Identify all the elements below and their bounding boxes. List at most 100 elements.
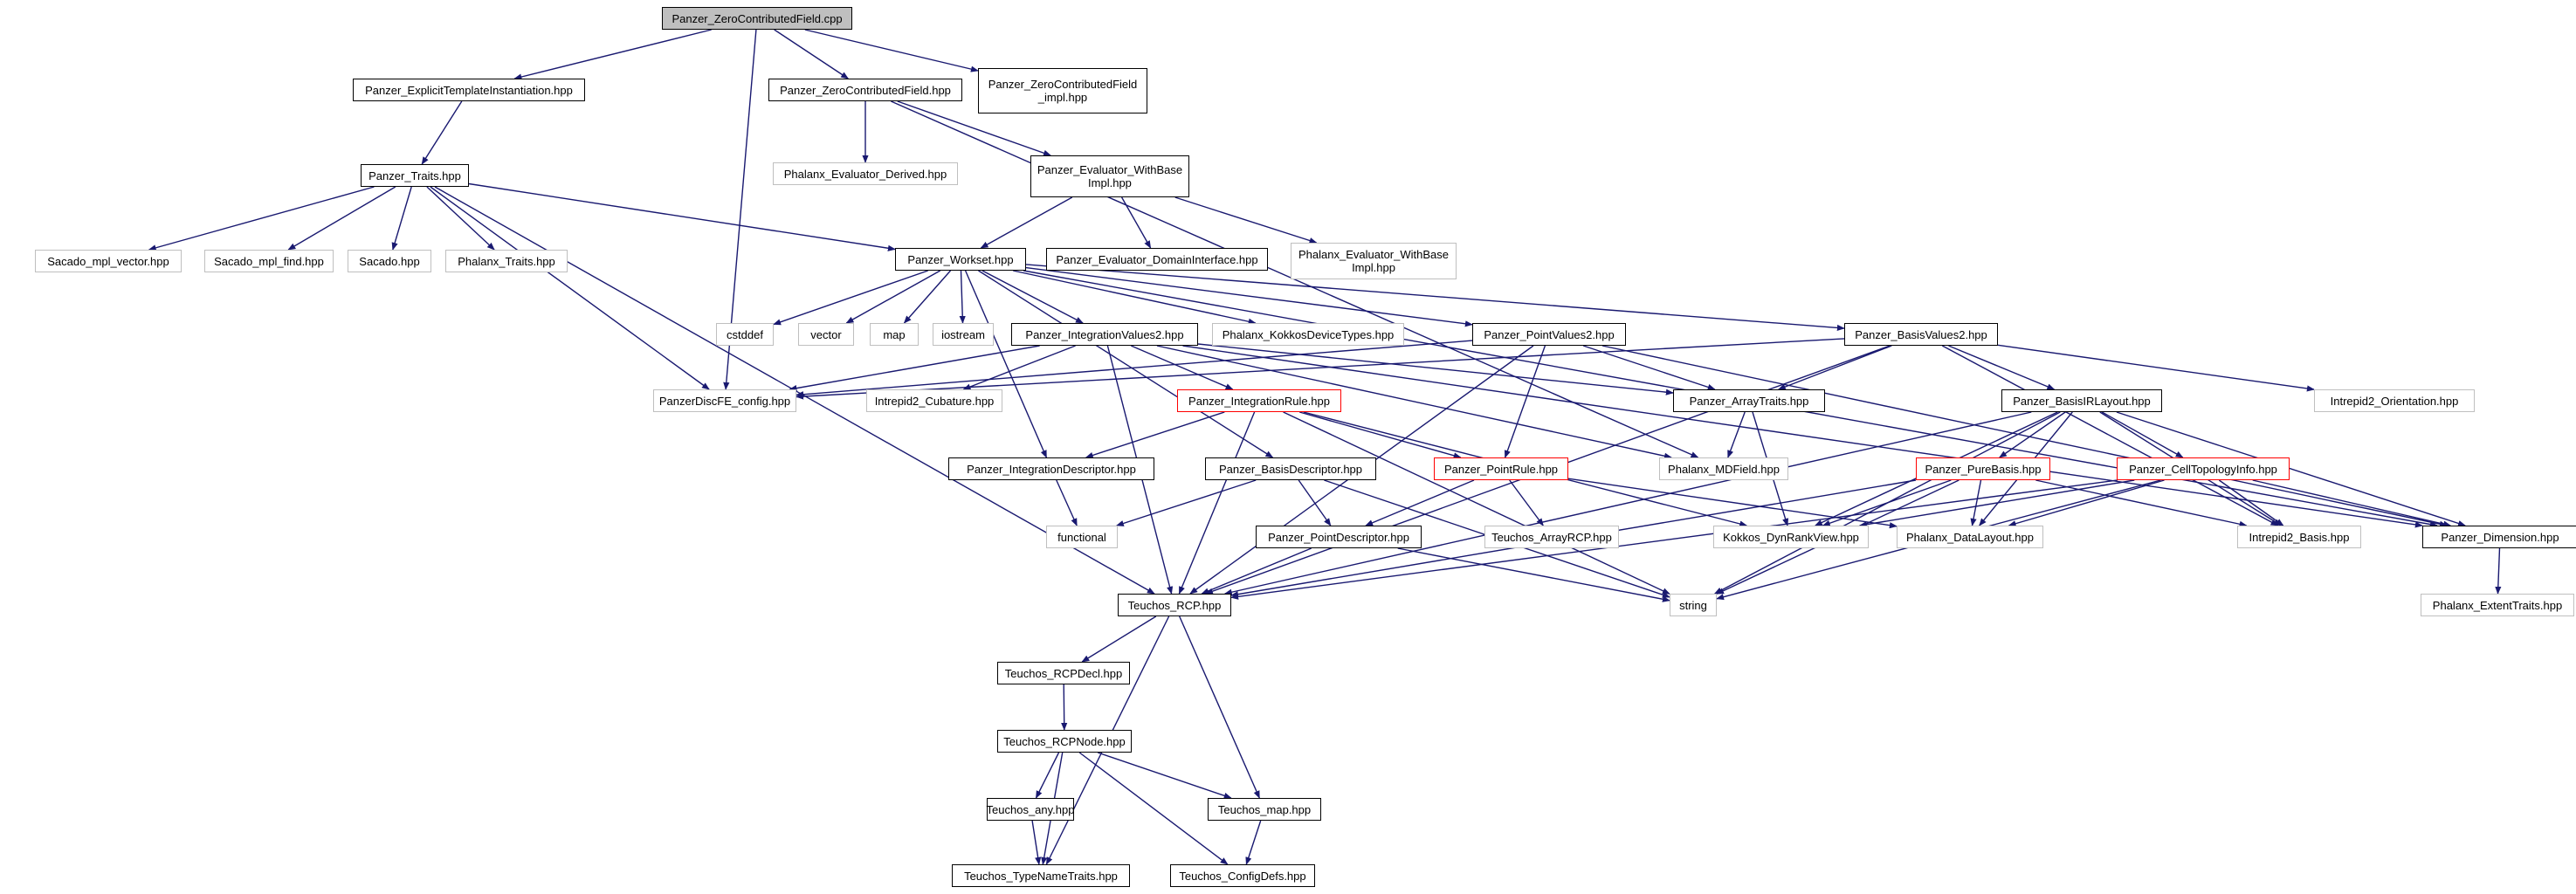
edge-bv2-to-i2ori xyxy=(1997,344,2315,392)
edge-pbasis-to-dlay xyxy=(1970,479,1982,526)
edge-pdesc-to-string xyxy=(1397,547,1670,602)
node-workset[interactable]: Panzer_Workset.hpp xyxy=(895,248,1026,271)
node-cti[interactable]: Panzer_CellTopologyInfo.hpp xyxy=(2117,457,2290,480)
node-idesc[interactable]: Panzer_IntegrationDescriptor.hpp xyxy=(948,457,1154,480)
node-i2ori[interactable]: Intrepid2_Orientation.hpp xyxy=(2314,389,2475,412)
edge-iv2-to-mdf xyxy=(1156,345,1672,459)
edge-pewbi-to-edi xyxy=(1120,196,1152,249)
edge-birl-to-dim xyxy=(2116,411,2466,526)
edge-iv2-to-arrt xyxy=(1197,343,1674,395)
node-birl[interactable]: Panzer_BasisIRLayout.hpp xyxy=(2001,389,2162,412)
edge-workset-to-bdesc xyxy=(978,270,1274,458)
edge-dim-to-exttr xyxy=(2495,547,2502,595)
node-rcpnode[interactable]: Teuchos_RCPNode.hpp xyxy=(997,730,1132,753)
edge-cti-to-i2basis xyxy=(2218,479,2284,526)
node-zcf[interactable]: Panzer_ZeroContributedField.hpp xyxy=(768,79,962,101)
edge-irule-to-idesc xyxy=(1085,411,1225,458)
node-prule[interactable]: Panzer_PointRule.hpp xyxy=(1434,457,1568,480)
edge-pdesc-to-rcp xyxy=(1201,547,1312,595)
node-kdrv[interactable]: Kokkos_DynRankView.hpp xyxy=(1713,526,1869,548)
edge-traits-to-phtraits xyxy=(426,186,495,251)
edge-pv2-to-dfecfg xyxy=(796,340,1473,398)
node-exttr[interactable]: Phalanx_ExtentTraits.hpp xyxy=(2421,594,2574,616)
node-i2cub[interactable]: Intrepid2_Cubature.hpp xyxy=(866,389,1002,412)
node-rcp[interactable]: Teuchos_RCP.hpp xyxy=(1118,594,1231,616)
edge-prule-to-pdesc xyxy=(1365,479,1475,526)
node-dlay[interactable]: Phalanx_DataLayout.hpp xyxy=(1897,526,2043,548)
node-eti[interactable]: Panzer_ExplicitTemplateInstantiation.hpp xyxy=(353,79,585,101)
node-pv2[interactable]: Panzer_PointValues2.hpp xyxy=(1472,323,1626,346)
node-tarcp[interactable]: Teuchos_ArrayRCP.hpp xyxy=(1484,526,1619,548)
edge-irule-to-prule xyxy=(1299,411,1462,459)
edge-zcf-to-pewbi xyxy=(897,100,1051,156)
node-kdt[interactable]: Phalanx_KokkosDeviceTypes.hpp xyxy=(1212,323,1404,346)
node-phewbi[interactable]: Phalanx_Evaluator_WithBase Impl.hpp xyxy=(1291,243,1457,279)
node-mdf[interactable]: Phalanx_MDField.hpp xyxy=(1659,457,1788,480)
edge-pbasis-to-kdrv xyxy=(1822,479,1952,526)
node-bdesc[interactable]: Panzer_BasisDescriptor.hpp xyxy=(1205,457,1376,480)
node-sacado[interactable]: Sacado.hpp xyxy=(348,250,431,272)
node-rcpdecl[interactable]: Teuchos_RCPDecl.hpp xyxy=(997,662,1130,684)
node-irule[interactable]: Panzer_IntegrationRule.hpp xyxy=(1177,389,1341,412)
edge-workset-to-idesc xyxy=(964,270,1048,458)
edge-traits-to-dfecfg xyxy=(430,186,710,390)
edge-workset-to-bv2 xyxy=(1025,264,1845,332)
edge-traits-to-sacvec xyxy=(148,186,375,251)
node-functional[interactable]: functional xyxy=(1046,526,1118,548)
node-vector[interactable]: vector xyxy=(798,323,854,346)
node-dfecfg[interactable]: PanzerDiscFE_config.hpp xyxy=(653,389,796,412)
node-ped[interactable]: Phalanx_Evaluator_Derived.hpp xyxy=(773,162,958,185)
edge-root-to-zcfi xyxy=(804,29,979,72)
node-i2basis[interactable]: Intrepid2_Basis.hpp xyxy=(2237,526,2361,548)
edge-pv2-to-prule xyxy=(1504,345,1546,458)
node-traits[interactable]: Panzer_Traits.hpp xyxy=(361,164,469,187)
node-iostream[interactable]: iostream xyxy=(933,323,994,346)
node-string[interactable]: string xyxy=(1670,594,1717,616)
edge-iv2-to-i2cub xyxy=(962,345,1076,390)
edge-irule-to-rcp xyxy=(1178,411,1256,595)
node-cstddef[interactable]: cstddef xyxy=(716,323,774,346)
node-edi[interactable]: Panzer_Evaluator_DomainInterface.hpp xyxy=(1046,248,1268,271)
node-dim[interactable]: Panzer_Dimension.hpp xyxy=(2422,526,2576,548)
edge-cti-to-kdrv xyxy=(1858,479,2135,528)
edge-bv2-to-i2basis xyxy=(1941,345,2279,526)
edge-cti-to-rcp xyxy=(1230,479,2118,600)
node-sacfind[interactable]: Sacado_mpl_find.hpp xyxy=(204,250,334,272)
edge-iv2-to-irule xyxy=(1131,345,1234,390)
node-tcfg[interactable]: Teuchos_ConfigDefs.hpp xyxy=(1170,864,1315,887)
edge-birl-to-pbasis xyxy=(1999,411,2066,458)
edge-prule-to-dlay xyxy=(1567,478,1898,529)
edge-birl-to-cti xyxy=(2101,411,2184,458)
node-tnt[interactable]: Teuchos_TypeNameTraits.hpp xyxy=(952,864,1130,887)
node-pewbi[interactable]: Panzer_Evaluator_WithBase Impl.hpp xyxy=(1030,155,1189,197)
edge-rcp-to-rcpdecl xyxy=(1081,615,1157,663)
node-phtraits[interactable]: Phalanx_Traits.hpp xyxy=(445,250,568,272)
edge-rcpnode-to-tany xyxy=(1035,752,1060,799)
edge-traits-to-sacfind xyxy=(287,186,396,251)
node-map[interactable]: map xyxy=(870,323,919,346)
edge-prule-to-tarcp xyxy=(1509,479,1544,526)
node-tmap[interactable]: Teuchos_map.hpp xyxy=(1208,798,1321,821)
node-zcfi[interactable]: Panzer_ZeroContributedField _impl.hpp xyxy=(978,68,1147,113)
edge-cti-to-dim xyxy=(2252,479,2452,527)
node-sacvec[interactable]: Sacado_mpl_vector.hpp xyxy=(35,250,182,272)
edge-bv2-to-birl xyxy=(1948,345,2056,390)
edge-pewbi-to-workset xyxy=(980,196,1073,249)
node-tany[interactable]: Teuchos_any.hpp xyxy=(987,798,1074,821)
node-bv2[interactable]: Panzer_BasisValues2.hpp xyxy=(1844,323,1998,346)
edge-traits-to-workset xyxy=(468,182,896,251)
node-pdesc[interactable]: Panzer_PointDescriptor.hpp xyxy=(1256,526,1422,548)
edge-bv2-to-arrt xyxy=(1777,345,1892,390)
edge-traits-to-sacado xyxy=(391,186,412,251)
edge-tmap-to-tcfg xyxy=(1245,820,1262,865)
node-arrt[interactable]: Panzer_ArrayTraits.hpp xyxy=(1673,389,1825,412)
edge-birl-to-rcp xyxy=(1223,411,2032,595)
edge-workset-to-vector xyxy=(845,270,941,324)
node-pbasis[interactable]: Panzer_PureBasis.hpp xyxy=(1916,457,2050,480)
node-root[interactable]: Panzer_ZeroContributedField.cpp xyxy=(662,7,852,30)
node-iv2[interactable]: Panzer_IntegrationValues2.hpp xyxy=(1011,323,1198,346)
edge-workset-to-iostream xyxy=(959,270,966,324)
edge-iv2-to-dim xyxy=(1182,345,2423,528)
edge-workset-to-pv2 xyxy=(1025,266,1473,327)
